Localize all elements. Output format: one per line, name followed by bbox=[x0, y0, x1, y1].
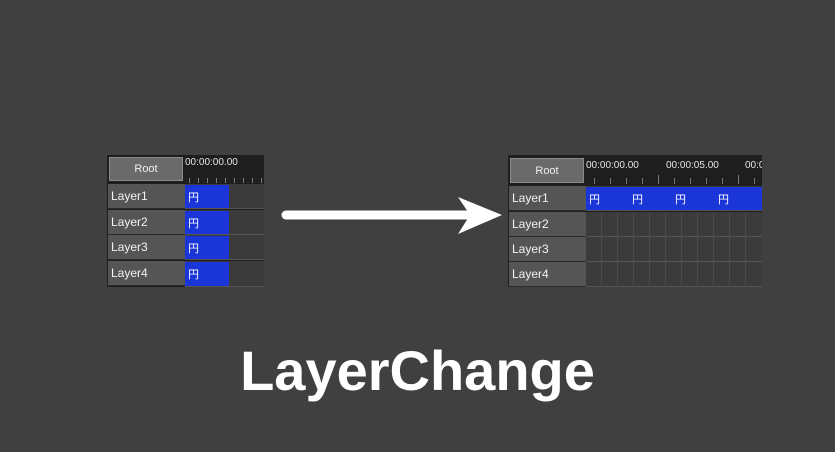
circle-clip[interactable]: 円 bbox=[185, 236, 229, 259]
timeline-before: Root 00:00:00.00 Layer1 Layer2 Layer3 La… bbox=[107, 155, 264, 287]
circle-clip[interactable]: 円 bbox=[715, 187, 762, 210]
circle-clip[interactable]: 円 bbox=[672, 187, 715, 210]
layer-track-4[interactable] bbox=[586, 262, 762, 287]
arrow-right-icon bbox=[281, 197, 502, 234]
layer-label-1[interactable]: Layer1 bbox=[108, 184, 185, 209]
circle-clip[interactable]: 円 bbox=[185, 211, 229, 234]
layer-label-4[interactable]: Layer4 bbox=[108, 261, 185, 286]
circle-clip[interactable]: 円 bbox=[185, 185, 229, 208]
root-button[interactable]: Root bbox=[109, 157, 183, 181]
timeline-after: Root 00:00:00.00 00:00:05.00 00:0 Layer1… bbox=[508, 155, 762, 287]
circle-clip[interactable]: 円 bbox=[629, 187, 672, 210]
time-label: 00:00:05.00 bbox=[666, 160, 719, 171]
layer-track-3[interactable] bbox=[586, 237, 762, 262]
layer-track-2[interactable] bbox=[586, 212, 762, 237]
layer-label-2[interactable]: Layer2 bbox=[509, 212, 586, 237]
time-label: 00:00:00.00 bbox=[586, 160, 639, 171]
circle-clip[interactable]: 円 bbox=[185, 262, 229, 286]
time-label: 00:00:00.00 bbox=[185, 157, 238, 168]
layer-label-4[interactable]: Layer4 bbox=[509, 262, 586, 287]
page-title: LayerChange bbox=[240, 339, 595, 402]
circle-clip[interactable]: 円 bbox=[586, 187, 629, 210]
time-label: 00:0 bbox=[745, 160, 762, 171]
layer-label-3[interactable]: Layer3 bbox=[108, 235, 185, 260]
layer-label-1[interactable]: Layer1 bbox=[509, 186, 586, 211]
layer-label-2[interactable]: Layer2 bbox=[108, 210, 185, 235]
time-ruler: 00:00:00.00 00:00:05.00 00:0 bbox=[586, 155, 762, 184]
root-button[interactable]: Root bbox=[510, 158, 584, 183]
time-ruler: 00:00:00.00 bbox=[185, 155, 264, 183]
layer-label-3[interactable]: Layer3 bbox=[509, 237, 586, 262]
